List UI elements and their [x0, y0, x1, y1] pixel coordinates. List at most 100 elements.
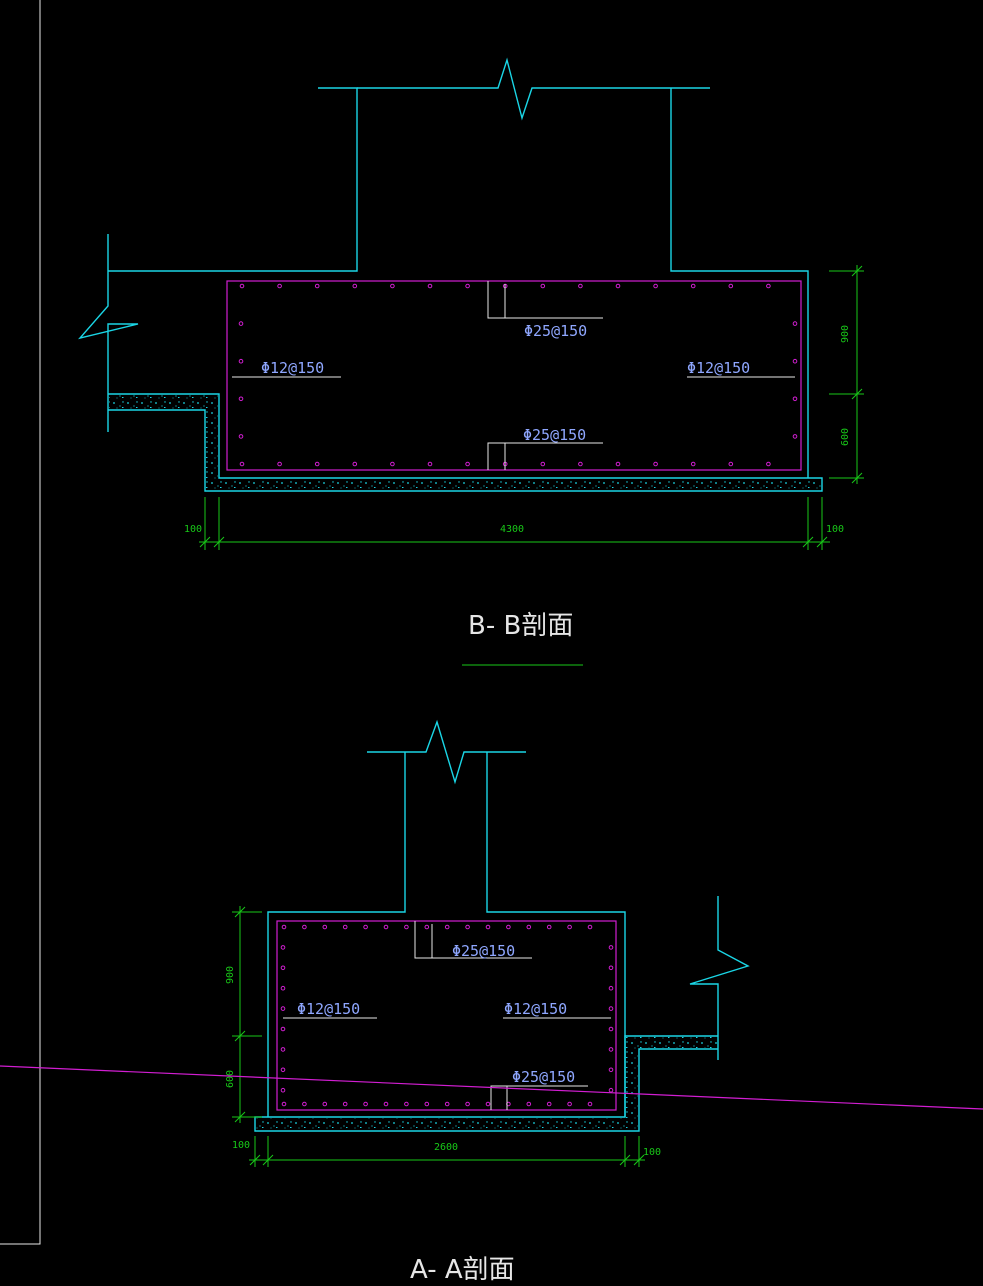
aa-dim-height-lower: 600 [225, 1070, 236, 1088]
bb-dim-tick-top [851, 265, 863, 277]
bb-rebar-dot [427, 283, 433, 289]
aa-concrete-cushion [256, 1118, 638, 1130]
bb-column-outline [108, 87, 358, 272]
bb-dim-right: 100 [826, 524, 844, 535]
aa-rebar-dot [608, 945, 614, 950]
bb-rebar-cage [226, 280, 802, 471]
aa-rebar-dot [322, 1101, 328, 1107]
bb-rebar-dot [792, 321, 798, 326]
bb-rebar-dot [238, 321, 244, 326]
bb-rebar-dot [792, 434, 798, 439]
aa-step-outline [254, 1035, 718, 1132]
section-aa: Φ25@150 Φ25@150 Φ12@150 Φ12@150 900 600 … [225, 719, 750, 1285]
bb-rebar-dot [238, 434, 244, 439]
aa-rebar-bottom-label: Φ25@150 [512, 1068, 575, 1086]
bb-dim-tick-4 [816, 536, 828, 548]
bb-dim-tick-bot [851, 472, 863, 484]
aa-dim-width: 2600 [434, 1142, 458, 1153]
aa-rebar-dot [404, 924, 409, 930]
bb-bottom-leader [487, 442, 506, 470]
frame-border [0, 0, 41, 1245]
bb-rebar-dot [465, 461, 470, 467]
bb-left-wall-break [78, 234, 139, 432]
aa-rebar-dots [280, 924, 614, 1107]
bb-concrete-cushion [206, 479, 821, 490]
aa-rebar-dot [526, 1101, 532, 1107]
bb-rebar-dot [314, 283, 320, 289]
bb-rebar-left-label: Φ12@150 [261, 359, 324, 377]
aa-rebar-dot [280, 965, 286, 971]
aa-rebar-dot [281, 924, 287, 930]
aa-rebar-dot [526, 924, 532, 930]
bb-concrete-step-side [206, 409, 218, 479]
aa-rebar-dot [444, 924, 450, 930]
aa-rebar-dot [608, 1087, 614, 1093]
aa-rebar-dot [587, 1101, 593, 1107]
aa-rebar-dot [567, 924, 572, 930]
aa-rebar-dot [280, 1087, 286, 1093]
bb-rebar-dot [390, 283, 395, 289]
bb-rebar-right-label: Φ12@150 [687, 359, 750, 377]
bb-rebar-dot [578, 283, 583, 289]
aa-rebar-dot [587, 924, 593, 930]
bb-concrete-step [109, 395, 218, 409]
aa-rebar-dot [546, 1101, 552, 1107]
bb-rebar-dot [653, 461, 658, 467]
aa-rebar-dot [608, 1067, 614, 1073]
aa-rebar-dot [506, 924, 511, 930]
aa-rebar-dot [608, 1047, 614, 1052]
aa-dim-tick-mid [234, 1030, 246, 1042]
aa-rebar-dot [465, 1101, 470, 1107]
bb-rebar-dot [239, 283, 245, 289]
aa-rebar-dot [485, 1101, 491, 1107]
bb-step-outline [108, 393, 823, 492]
bb-rebar-dot [766, 461, 771, 467]
bb-rebar-dot [690, 283, 696, 289]
bb-rebar-dot [728, 283, 734, 289]
aa-rebar-dot [342, 924, 348, 930]
bb-rebar-dot [238, 396, 244, 402]
aa-dim-tick-3 [619, 1154, 631, 1166]
aa-rebar-dot [280, 1067, 286, 1073]
aa-rebar-dot [302, 924, 307, 930]
aa-rebar-dot [281, 1101, 287, 1107]
bb-dim-width: 4300 [500, 524, 524, 535]
stray-reference-line [0, 1065, 983, 1110]
aa-bottom-leader [490, 1085, 508, 1110]
bb-rebar-dot [352, 461, 358, 467]
bb-rebar-dot [690, 461, 696, 467]
aa-rebar-dot [363, 1101, 368, 1107]
bb-section-title: B- B剖面 [468, 611, 573, 641]
aa-rebar-dot [383, 1101, 389, 1107]
aa-rebar-dot [280, 985, 286, 991]
aa-rebar-dot [363, 924, 368, 930]
bb-rebar-dot [314, 461, 320, 467]
aa-section-title: A- A剖面 [410, 1255, 515, 1285]
aa-rebar-dot [280, 1006, 286, 1011]
bb-rebar-dot [465, 283, 470, 289]
section-bb: Φ25@150 Φ25@150 Φ12@150 Φ12@150 900 600 … [78, 57, 864, 666]
aa-rebar-left-label: Φ12@150 [297, 1000, 360, 1018]
aa-concrete-step-side [626, 1048, 638, 1118]
aa-rebar-dot [342, 1101, 348, 1107]
bb-column-right [670, 88, 809, 478]
aa-rebar-dot [322, 924, 328, 930]
aa-dim-tick-4 [633, 1154, 645, 1166]
aa-rebar-top-label: Φ25@150 [452, 942, 515, 960]
aa-concrete-step [626, 1037, 717, 1048]
bb-rebar-dot [238, 358, 244, 364]
bb-rebar-dot [653, 283, 658, 289]
aa-rebar-dot [383, 924, 389, 930]
aa-dim-tick-2 [262, 1154, 274, 1166]
aa-dim-right: 100 [643, 1147, 661, 1158]
bb-rebar-dot [277, 283, 282, 289]
aa-rebar-dot [608, 1026, 614, 1032]
bb-rebar-dot [792, 358, 798, 364]
bb-dim-left: 100 [184, 524, 202, 535]
aa-rebar-dot [444, 1101, 450, 1107]
bb-rebar-dot [427, 461, 433, 467]
bb-dim-tick-3 [802, 536, 814, 548]
aa-rebar-dot [465, 924, 470, 930]
bb-dim-tick-2 [213, 536, 225, 548]
